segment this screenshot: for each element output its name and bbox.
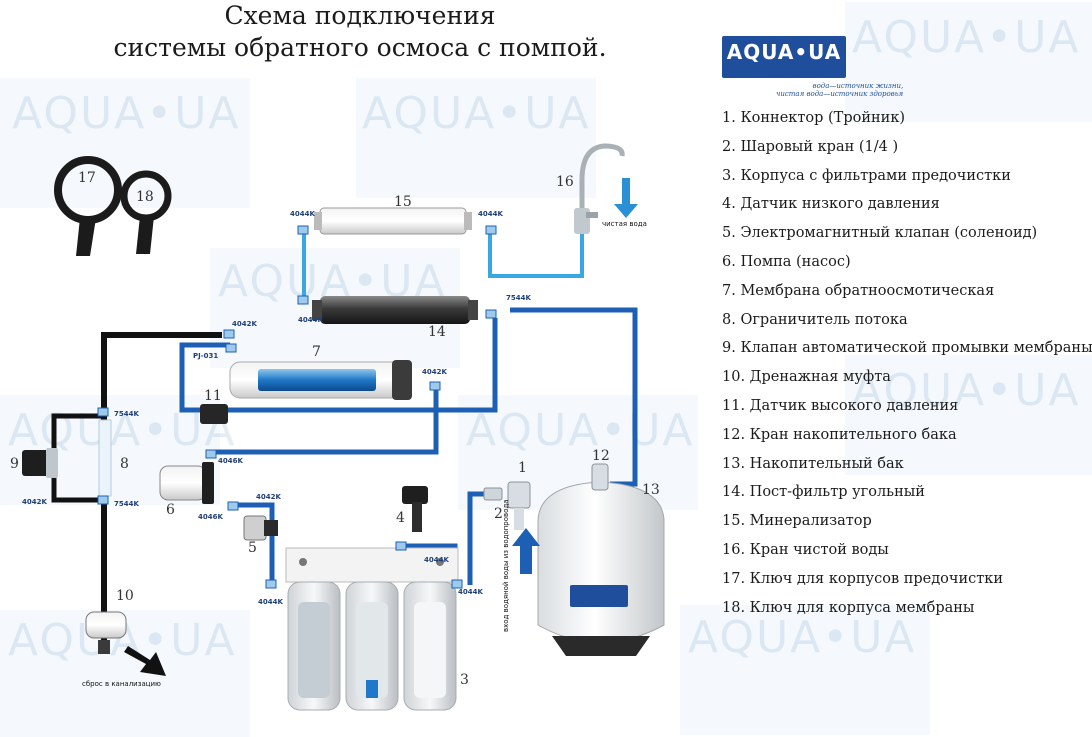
membrane-housing bbox=[229, 360, 412, 400]
component-legend: 1. Коннектор (Тройник) 2. Шаровый кран (… bbox=[722, 108, 1092, 626]
pump-out-pipe bbox=[212, 390, 439, 455]
watermark-text: AQUA•UA bbox=[852, 12, 1081, 63]
inlet-arrow-icon bbox=[512, 528, 540, 574]
osmosis-diagram: 4044K 4044K 4044K 7544K 4042K PJ-031 404… bbox=[10, 143, 665, 711]
component-number: 17 bbox=[78, 170, 96, 186]
inlet-tee-connector bbox=[507, 481, 531, 509]
tank-valve bbox=[591, 463, 609, 491]
fitting-label: 4042K bbox=[256, 493, 281, 501]
brand-logo-text: AQUA•UA bbox=[726, 40, 842, 64]
fitting-label: 4042K bbox=[22, 498, 47, 506]
flush-loop-pipe bbox=[51, 413, 104, 503]
component-number: 18 bbox=[136, 189, 154, 205]
prefilter-wrench bbox=[54, 156, 122, 256]
clean-water-arrow-icon bbox=[614, 178, 638, 218]
storage-tank bbox=[537, 481, 665, 656]
fitting-label: 4046K bbox=[218, 457, 243, 465]
legend-item: 11. Датчик высокого давления bbox=[722, 397, 959, 414]
component-number: 7 bbox=[312, 344, 321, 360]
brand-tagline: вода—источник жизни, чистая вода—источни… bbox=[776, 82, 903, 98]
legend-item: 1. Коннектор (Тройник) bbox=[722, 110, 906, 126]
membrane-wrench bbox=[120, 170, 172, 254]
legend-item: 14. Пост-фильтр угольный bbox=[722, 484, 925, 501]
legend-item: 8. Ограничитель потока bbox=[722, 311, 908, 328]
component-number: 11 bbox=[204, 388, 222, 404]
component-number: 14 bbox=[428, 324, 446, 340]
legend-item: 16. Кран чистой воды bbox=[722, 541, 889, 558]
fitting-label: 4046K bbox=[198, 513, 223, 521]
fitting-label: 4042K bbox=[422, 368, 447, 376]
legend-item: 2. Шаровый кран (1/4 ) bbox=[722, 138, 899, 155]
component-number: 2 bbox=[494, 506, 503, 522]
flow-restrictor bbox=[98, 419, 112, 497]
drain-pipe bbox=[101, 332, 222, 645]
component-number: 4 bbox=[396, 510, 405, 526]
fitting-label: 7544K bbox=[114, 410, 139, 418]
component-number: 5 bbox=[248, 540, 257, 556]
flush-valve bbox=[22, 450, 50, 476]
component-number: 16 bbox=[556, 174, 574, 190]
mineralizer bbox=[314, 207, 472, 235]
inlet-label: вход водяной воды из водопровода bbox=[502, 499, 510, 632]
low-pressure-switch bbox=[402, 486, 428, 532]
fitting-label: 7544K bbox=[114, 500, 139, 508]
solenoid-valve bbox=[243, 515, 278, 541]
fitting-label: 4044K bbox=[290, 210, 315, 218]
fitting-label: 4044K bbox=[478, 210, 503, 218]
component-number: 1 bbox=[518, 460, 527, 476]
clean-water-faucet bbox=[574, 143, 625, 234]
drain-arrow-icon bbox=[124, 646, 166, 676]
fitting-label: 4044K bbox=[258, 598, 283, 606]
brand-tagline-line1: вода—источник жизни, bbox=[812, 82, 904, 90]
booster-pump bbox=[159, 462, 214, 504]
fitting-label: 7544K bbox=[506, 294, 531, 302]
diagram-title-line2: системы обратного осмоса с помпой. bbox=[113, 33, 607, 62]
inlet-ball-valve bbox=[483, 487, 503, 501]
component-number: 3 bbox=[460, 672, 469, 688]
watermark-bg bbox=[845, 2, 1092, 122]
component-number: 15 bbox=[394, 194, 412, 210]
clean-water-label: чистая вода bbox=[602, 220, 647, 228]
fitting-label: 4044K bbox=[458, 588, 483, 596]
membrane-feed-pipe bbox=[179, 318, 498, 413]
legend-item: 17. Ключ для корпусов предочистки bbox=[722, 570, 1004, 587]
faucet-pipe bbox=[488, 232, 584, 278]
legend-item: 9. Клапан автоматической промывки мембра… bbox=[722, 340, 1092, 357]
product-to-tank-pipe bbox=[510, 307, 638, 487]
legend-item: 5. Электромагнитный клапан (соленоид) bbox=[722, 225, 1038, 242]
prefilter-housings bbox=[285, 547, 459, 711]
high-pressure-switch bbox=[200, 404, 228, 424]
component-number: 6 bbox=[166, 502, 175, 518]
component-number: 9 bbox=[10, 456, 19, 472]
component-number: 12 bbox=[592, 448, 610, 464]
legend-item: 3. Корпуса с фильтрами предочистки bbox=[722, 167, 1011, 184]
fitting-label: PJ-031 bbox=[193, 352, 218, 360]
legend-item: 12. Кран накопительного бака bbox=[722, 426, 957, 443]
drain-saddle bbox=[85, 611, 127, 654]
component-number: 8 bbox=[120, 456, 129, 472]
carbon-post-filter bbox=[312, 296, 478, 324]
flush-valve-body bbox=[46, 448, 58, 478]
fitting-label: 4044K bbox=[298, 316, 323, 324]
legend-item: 7. Мембрана обратноосмотическая bbox=[722, 282, 995, 299]
fitting-label: 4042K bbox=[232, 320, 257, 328]
inlet-supply-pipe bbox=[514, 508, 524, 530]
legend-item: 10. Дренажная муфта bbox=[722, 369, 891, 386]
legend-item: 15. Минерализатор bbox=[722, 513, 872, 530]
brand-tagline-line2: чистая вода—источник здоровья bbox=[776, 90, 904, 98]
brand-logo: AQUA•UA bbox=[722, 36, 846, 78]
component-number: 10 bbox=[116, 588, 134, 604]
legend-item: 18. Ключ для корпуса мембраны bbox=[722, 599, 975, 616]
diagram-title-line1: Схема подключения bbox=[224, 1, 496, 30]
solenoid-pipe bbox=[228, 502, 275, 585]
legend-item: 6. Помпа (насос) bbox=[722, 253, 851, 270]
component-number: 13 bbox=[642, 482, 660, 498]
fitting-markers bbox=[97, 225, 497, 589]
legend-item: 13. Накопительный бак bbox=[722, 455, 904, 472]
fitting-label: 4044K bbox=[424, 556, 449, 564]
legend-item: 4. Датчик низкого давления bbox=[722, 196, 940, 213]
drain-label: сброс в канализацию bbox=[82, 680, 161, 688]
